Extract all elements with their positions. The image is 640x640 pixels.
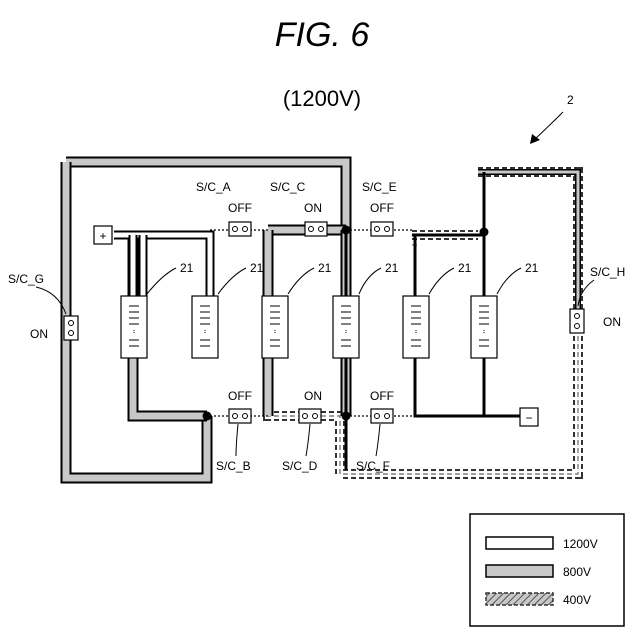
svg-text:21: 21 bbox=[318, 261, 332, 275]
switch-d: ON S/C_D bbox=[282, 389, 322, 473]
switch-f: OFF S/C_F bbox=[356, 389, 394, 473]
ref-numeral: 2 bbox=[567, 93, 574, 107]
legend-item-800v: 800V bbox=[486, 565, 591, 579]
svg-text:−: − bbox=[525, 411, 532, 425]
switch-c-name: S/C_C bbox=[270, 180, 306, 194]
switch-e: S/C_E OFF bbox=[362, 180, 397, 236]
svg-text:21: 21 bbox=[250, 261, 264, 275]
svg-text:800V: 800V bbox=[563, 565, 591, 579]
svg-text:400V: 400V bbox=[563, 593, 591, 607]
switch-e-name: S/C_E bbox=[362, 180, 397, 194]
figure-title: FIG. 6 bbox=[275, 16, 370, 54]
svg-text:21: 21 bbox=[525, 261, 539, 275]
switch-c-state: ON bbox=[304, 201, 322, 215]
svg-text:21: 21 bbox=[385, 261, 399, 275]
switch-g-state: ON bbox=[30, 327, 48, 341]
switch-b: OFF S/C_B bbox=[216, 389, 252, 473]
switch-f-state: OFF bbox=[370, 389, 394, 403]
switch-d-state: ON bbox=[304, 389, 322, 403]
svg-text:+: + bbox=[99, 229, 106, 243]
legend: 1200V 800V 400V bbox=[470, 514, 624, 626]
legend-item-400v: 400V bbox=[486, 593, 591, 607]
switch-b-state: OFF bbox=[228, 389, 252, 403]
switch-h-name: S/C_H bbox=[590, 265, 625, 279]
svg-text:21: 21 bbox=[458, 261, 472, 275]
switch-a-state: OFF bbox=[228, 201, 252, 215]
figure-voltage: (1200V) bbox=[283, 86, 361, 111]
battery-2: 21 bbox=[192, 261, 264, 358]
switch-a: S/C_A OFF bbox=[196, 180, 252, 236]
svg-text:21: 21 bbox=[180, 261, 194, 275]
switch-a-name: S/C_A bbox=[196, 180, 231, 194]
switch-g-name: S/C_G bbox=[8, 272, 44, 286]
ref-arrow bbox=[530, 112, 563, 144]
switch-b-name: S/C_B bbox=[216, 459, 251, 473]
battery-5: 21 bbox=[403, 261, 472, 358]
switch-f-name: S/C_F bbox=[356, 459, 390, 473]
positive-terminal: + bbox=[94, 226, 112, 244]
switch-d-name: S/C_D bbox=[282, 459, 318, 473]
battery-6: 21 bbox=[471, 261, 539, 358]
svg-text:1200V: 1200V bbox=[563, 537, 598, 551]
negative-terminal: − bbox=[520, 408, 538, 426]
switch-h-state: ON bbox=[603, 315, 621, 329]
legend-item-1200v: 1200V bbox=[486, 537, 598, 551]
switch-e-state: OFF bbox=[370, 201, 394, 215]
